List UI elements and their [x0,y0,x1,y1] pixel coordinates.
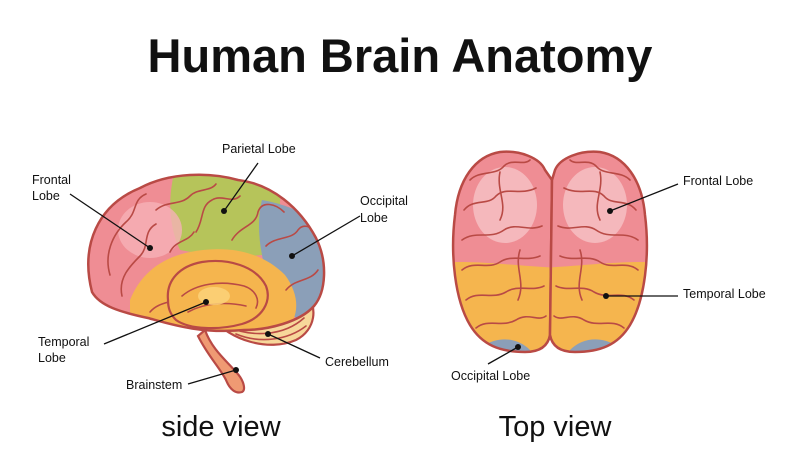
temporal-lobe-label-line2: Lobe [38,351,66,365]
cerebellum-label: Cerebellum [325,355,389,369]
frontal-lobe-label-line2: Lobe [32,189,60,203]
brainstem-label: Brainstem [126,378,182,392]
occipital-lobe-label: Occipital [360,194,408,208]
parietal-lobe-label: Parietal Lobe [222,142,296,156]
side-view-leaders [69,162,361,385]
occipital-lobe-label-line2: Lobe [360,211,388,225]
top-frontal-lobe-label: Frontal Lobe [683,174,753,188]
page-title: Human Brain Anatomy [147,29,653,82]
top-view-caption: Top view [499,411,613,443]
temporal-lobe-label: Temporal [38,335,89,349]
top-view-brain [451,150,649,354]
top-temporal-lobe-label: Temporal Lobe [683,287,766,301]
top-view-leaders [487,183,679,365]
brainstem-shape [196,328,246,394]
frontal-lobe-label: Frontal [32,173,71,187]
side-view-caption: side view [161,411,281,443]
top-occipital-lobe-label: Occipital Lobe [451,369,530,383]
side-view-brain [87,173,326,394]
